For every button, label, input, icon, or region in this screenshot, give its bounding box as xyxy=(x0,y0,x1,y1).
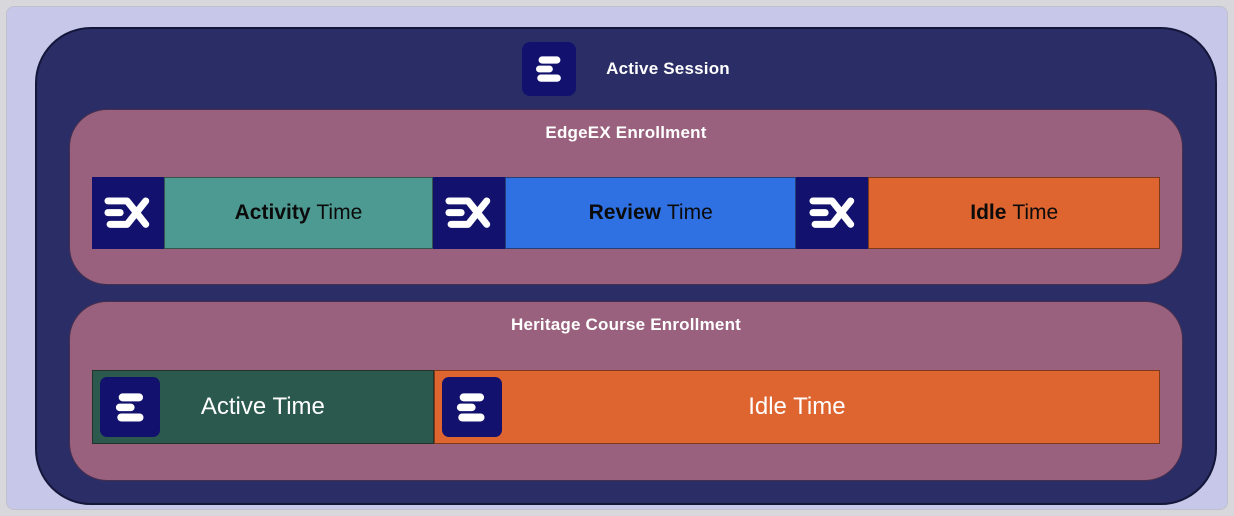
heritage-enrollment-title: Heritage Course Enrollment xyxy=(510,315,742,334)
heritage-active-time-bar: Active Time xyxy=(92,370,434,444)
active-session-container: Active Session EdgeEX Enrollment Activit… xyxy=(35,27,1217,505)
edgenuity-e-icon xyxy=(522,42,577,96)
heritage-active-time-label: Active Time xyxy=(200,393,325,420)
heritage-enrollment-box: Heritage Course Enrollment xyxy=(69,301,1183,481)
heritage-idle-time-label: Idle Time xyxy=(748,393,846,420)
edgeex-x-icon xyxy=(92,177,164,249)
edgeex-x-icon xyxy=(432,177,505,249)
edgeex-x-icon xyxy=(796,177,869,249)
edgenuity-e-icon xyxy=(100,377,160,437)
edgenuity-e-icon xyxy=(441,377,502,437)
heritage-idle-time-bar: Idle Time xyxy=(433,370,1160,444)
session-header: Active Session xyxy=(69,29,1183,109)
session-title: Active Session xyxy=(606,59,730,78)
edgeex-enrollment-title: EdgeEX Enrollment xyxy=(545,123,707,142)
heritage-timeline-row: Active Time Idle T xyxy=(92,370,1160,444)
slide-background: Active Session EdgeEX Enrollment Activit… xyxy=(6,6,1228,510)
